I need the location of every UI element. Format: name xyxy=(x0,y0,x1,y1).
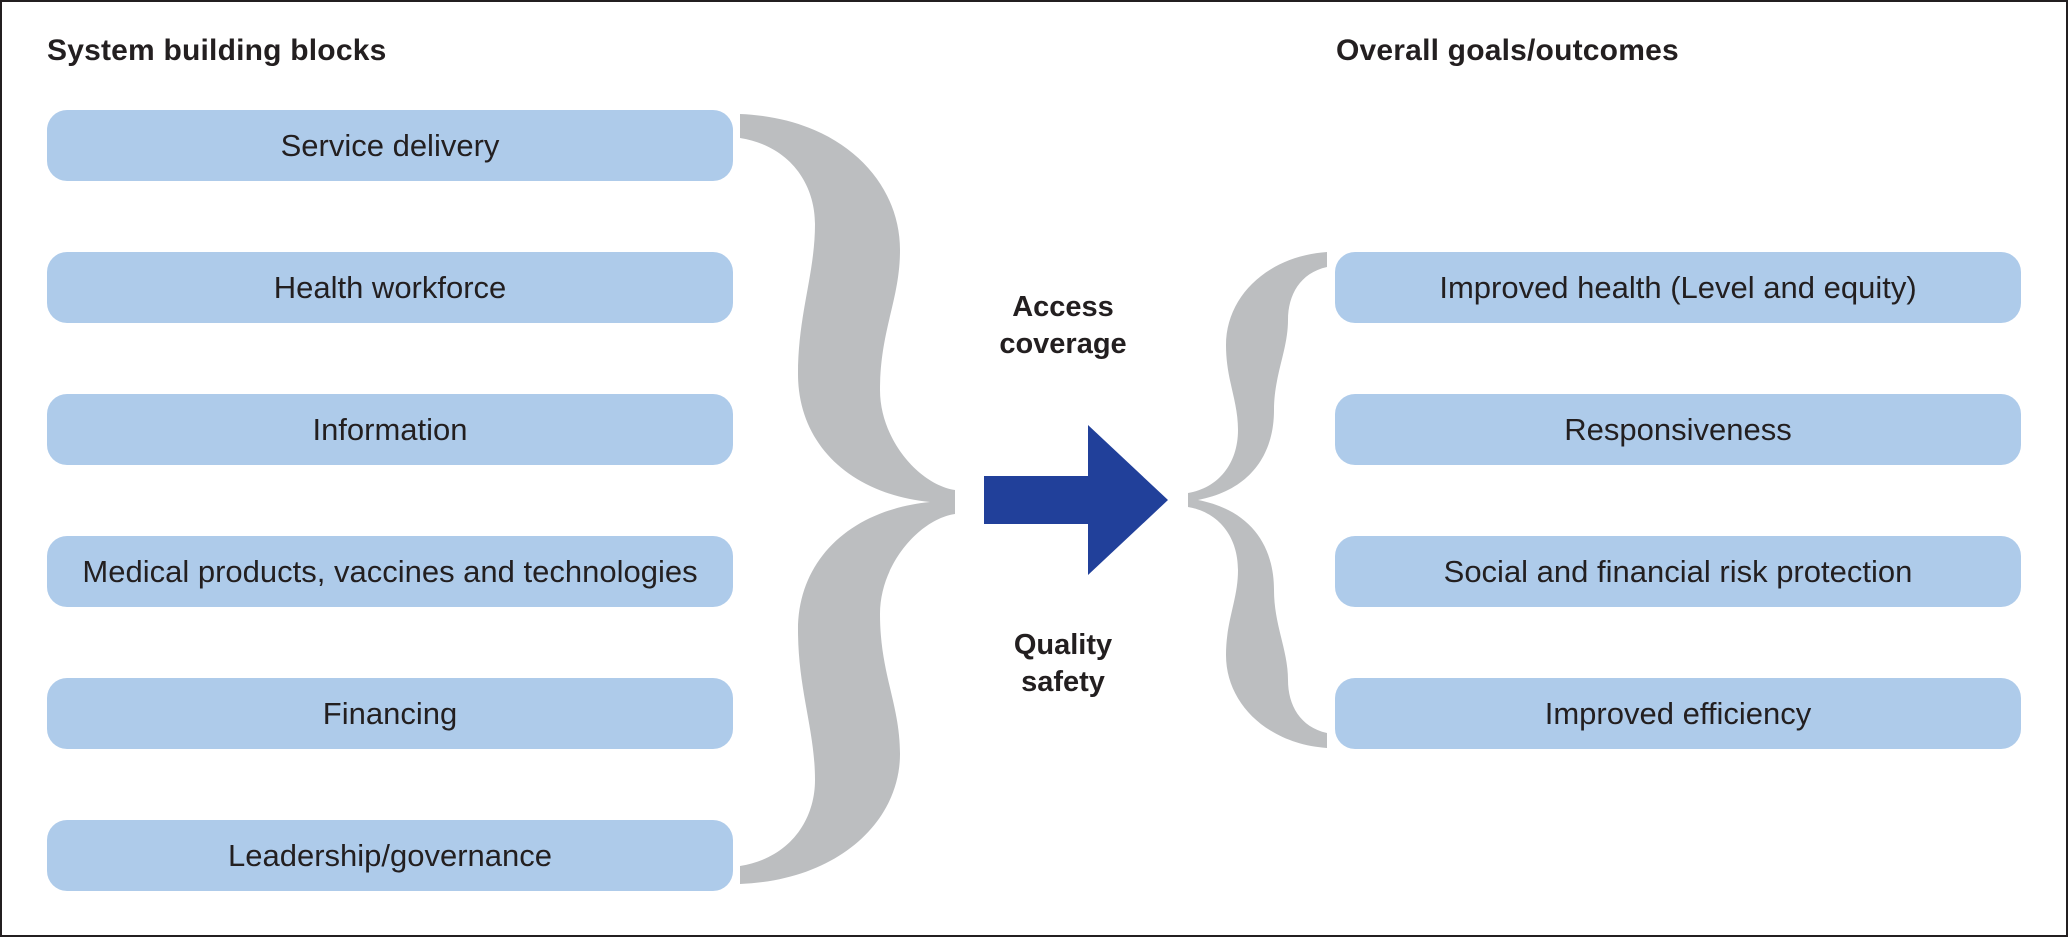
building-block-service-delivery: Service delivery xyxy=(47,110,733,181)
access-coverage-label: Access coverage xyxy=(943,289,1183,363)
building-blocks-heading: System building blocks xyxy=(47,34,387,67)
access-label: Access xyxy=(1012,291,1114,323)
goal-improved-efficiency: Improved efficiency xyxy=(1335,678,2021,749)
building-block-medical-products: Medical products, vaccines and technolog… xyxy=(47,536,733,607)
goal-responsiveness: Responsiveness xyxy=(1335,394,2021,465)
building-block-information: Information xyxy=(47,394,733,465)
building-block-leadership: Leadership/governance xyxy=(47,820,733,891)
safety-label: safety xyxy=(1021,666,1105,698)
quality-label: Quality xyxy=(1013,629,1113,661)
goal-improved-health: Improved health (Level and equity) xyxy=(1335,252,2021,323)
quality-safety-label: Quality safety xyxy=(943,627,1183,701)
goals-heading: Overall goals/outcomes xyxy=(1336,34,1679,67)
arrow-shape xyxy=(984,425,1168,575)
goal-risk-protection: Social and financial risk protection xyxy=(1335,536,2021,607)
building-block-health-workforce: Health workforce xyxy=(47,252,733,323)
right-brace xyxy=(1188,252,1327,748)
building-block-financing: Financing xyxy=(47,678,733,749)
coverage-label: coverage xyxy=(999,328,1127,360)
left-brace xyxy=(740,114,955,884)
